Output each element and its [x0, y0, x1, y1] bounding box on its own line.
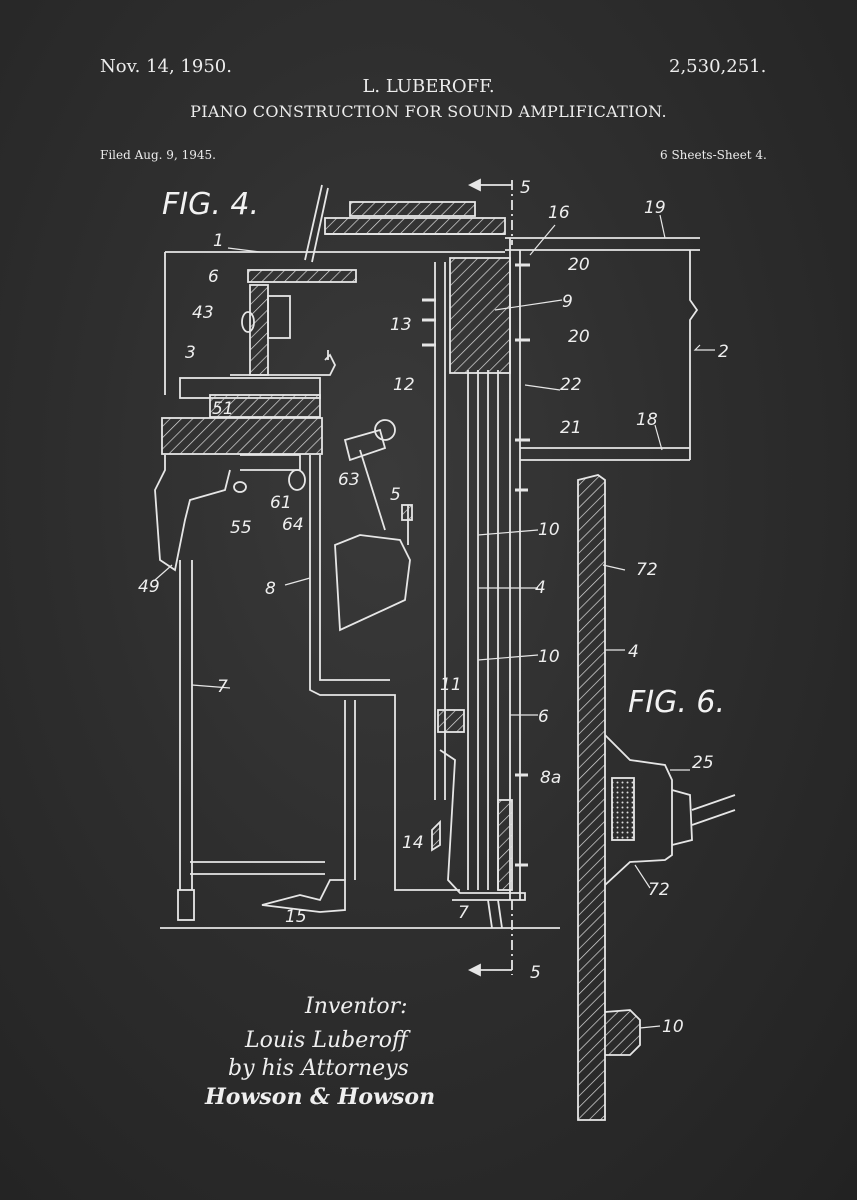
- numeral: 7: [458, 903, 469, 923]
- numeral: 9: [562, 292, 573, 312]
- attorneys-label: by his Attorneys: [228, 1056, 409, 1081]
- numeral: 10: [538, 647, 560, 667]
- numeral: 4: [628, 642, 639, 662]
- numeral: 12: [393, 375, 415, 395]
- numeral: 6: [208, 267, 219, 287]
- numeral: 4: [535, 578, 546, 598]
- numeral: 13: [390, 315, 412, 335]
- numeral: 16: [548, 203, 570, 223]
- attorney-firm: Howson & Howson: [205, 1084, 436, 1110]
- numeral: 5: [520, 178, 531, 198]
- numeral: 64: [282, 515, 304, 535]
- sheet-count: 6 Sheets-Sheet 4.: [660, 148, 767, 162]
- numeral: 20: [568, 255, 590, 275]
- numeral: 5: [390, 485, 401, 505]
- inventor-label: Inventor:: [305, 994, 408, 1019]
- numeral: 21: [560, 418, 582, 438]
- filed-date: Filed Aug. 9, 1945.: [100, 148, 216, 162]
- numeral: 5: [530, 963, 541, 983]
- numeral: 11: [440, 675, 462, 695]
- fig4-drawing: [154, 178, 700, 977]
- numeral: 20: [568, 327, 590, 347]
- numeral: 18: [636, 410, 658, 430]
- numeral: 55: [230, 518, 252, 538]
- numeral: 7: [217, 677, 228, 697]
- numeral: 19: [644, 198, 666, 218]
- leader-lines: [154, 214, 715, 1029]
- numeral: 63: [338, 470, 360, 490]
- fig6-label: FIG. 6.: [628, 685, 725, 720]
- patent-title: PIANO CONSTRUCTION FOR SOUND AMPLIFICATI…: [190, 102, 667, 121]
- numeral: 1: [213, 231, 224, 251]
- numeral: 3: [185, 343, 196, 363]
- numeral: 72: [648, 880, 670, 900]
- inventor-name: L. LUBEROFF.: [362, 76, 495, 97]
- numeral: 22: [560, 375, 582, 395]
- numeral: 6: [538, 707, 549, 727]
- numeral: 2: [718, 342, 729, 362]
- numeral: 49: [138, 577, 160, 597]
- patent-number: 2,530,251.: [669, 56, 767, 77]
- numeral: 72: [636, 560, 658, 580]
- fig6-drawing: [577, 474, 736, 1121]
- numeral: 14: [402, 833, 424, 853]
- numeral: 61: [270, 493, 292, 513]
- numeral: 8: [265, 579, 276, 599]
- numeral: 43: [192, 303, 214, 323]
- fig4-label: FIG. 4.: [162, 187, 259, 222]
- numeral: 8a: [540, 768, 561, 788]
- numeral: 10: [538, 520, 560, 540]
- numeral: 15: [285, 907, 307, 927]
- numeral: 25: [692, 753, 714, 773]
- numeral: 51: [212, 399, 234, 419]
- inventor-signature-name: Louis Luberoff: [245, 1028, 408, 1053]
- numeral: 10: [662, 1017, 684, 1037]
- patent-date: Nov. 14, 1950.: [100, 56, 232, 77]
